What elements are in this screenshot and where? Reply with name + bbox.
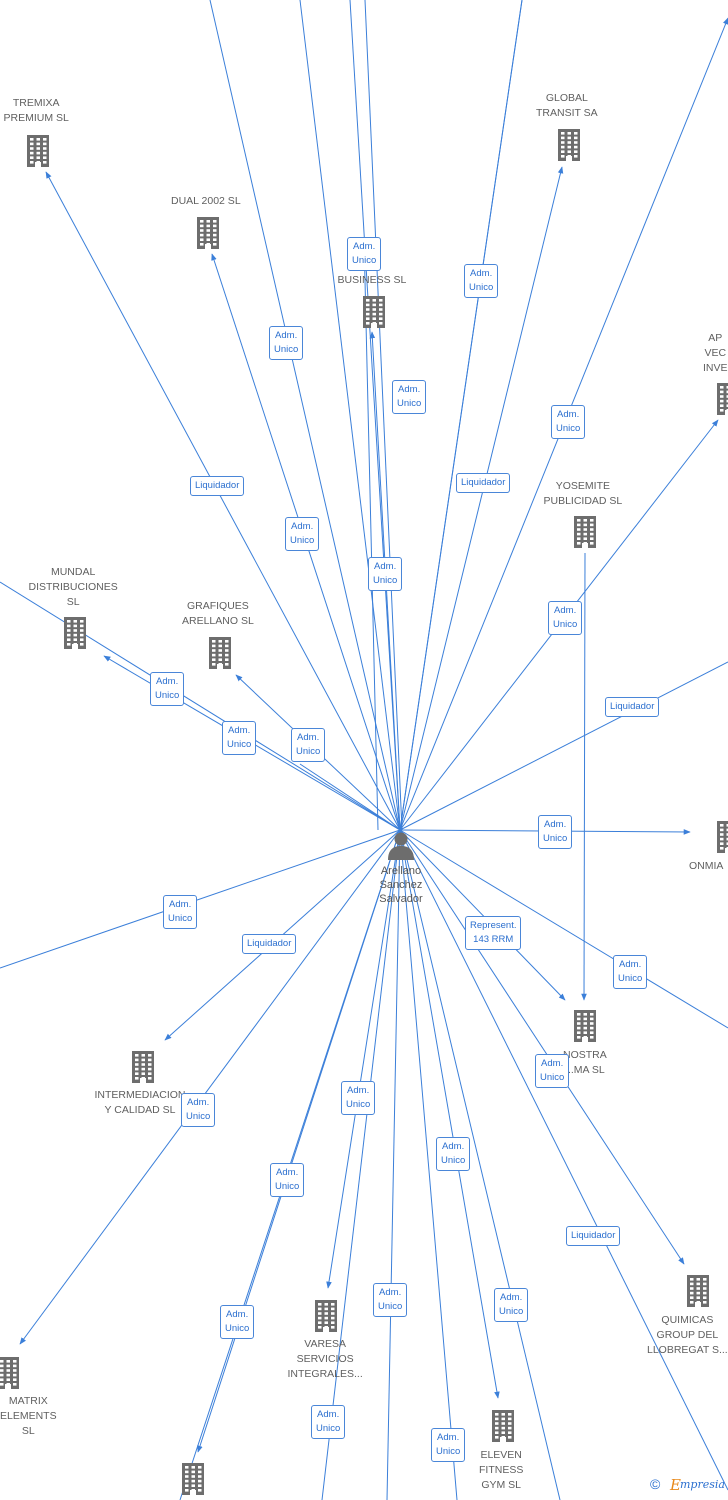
building-icon: [61, 615, 89, 654]
edge-line: [399, 661, 728, 831]
edge-label-adm-unico[interactable]: Adm.Unico: [150, 672, 185, 706]
edge-label-adm-unico[interactable]: Adm.Unico: [368, 557, 403, 591]
edge-label-adm-unico[interactable]: Adm.Unico: [341, 1081, 376, 1115]
building-icon: [206, 635, 234, 674]
edge-line: [386, 829, 401, 1500]
building-icon: [571, 1008, 599, 1047]
edge-line: [399, 829, 566, 1001]
edge-line: [364, 0, 403, 831]
edge-label-adm-unico[interactable]: Adm.Unico: [181, 1093, 216, 1127]
center-person-label: Arellano Sanchez Salvador: [379, 865, 423, 905]
edge-line: [399, 0, 523, 831]
building-icon: [571, 514, 599, 553]
building-icon: [489, 1408, 517, 1447]
edge-line: [399, 829, 728, 1491]
building-icon: [194, 215, 222, 254]
building-icon: [129, 1049, 157, 1088]
edge-label-adm-unico[interactable]: Adm.Unico: [551, 405, 586, 439]
edge-line: [299, 0, 401, 831]
edge-line: [19, 829, 401, 1345]
edge-line: [299, 763, 401, 831]
edge-line: [399, 829, 561, 1500]
edge-line: [399, 829, 728, 1029]
edge-label-adm-unico[interactable]: Adm.Unico: [222, 721, 257, 755]
edge-label-adm-unico[interactable]: Adm.Unico: [538, 815, 573, 849]
edge-label-adm-unico[interactable]: Adm.Unico: [373, 1283, 408, 1317]
company-name-dual2002: DUAL 2002 SL: [171, 195, 241, 207]
edge-label-adm-unico[interactable]: Adm.Unico: [291, 728, 326, 762]
building-icon: [714, 381, 728, 420]
building-icon: [555, 127, 583, 166]
person-icon: [388, 832, 414, 860]
edge-line: [399, 829, 458, 1500]
building-icon: [0, 1355, 22, 1394]
copyright-symbol: ©: [650, 1476, 661, 1492]
edge-label-adm-unico[interactable]: Adm.Unico: [269, 326, 304, 360]
edge-label-adm-unico[interactable]: Adm.Unico: [270, 1163, 305, 1197]
edge-label-represent[interactable]: Represent.143 RRM: [465, 916, 522, 950]
edge-label-liquidador[interactable]: Liquidador: [242, 934, 297, 954]
edge-line: [45, 171, 401, 831]
footer-brand[interactable]: © E mpresia: [648, 1474, 728, 1496]
edge-label-adm-unico[interactable]: Adm.Unico: [347, 237, 382, 271]
edge-line: [399, 166, 564, 831]
edge-line: [399, 829, 500, 1399]
edge-label-adm-unico[interactable]: Adm.Unico: [311, 1405, 346, 1439]
edge-label-liquidador[interactable]: Liquidador: [190, 476, 245, 496]
edge-label-adm-unico[interactable]: Adm.Unico: [163, 895, 198, 929]
edge-label-adm-unico[interactable]: Adm.Unico: [494, 1288, 529, 1322]
edge-line: [0, 829, 401, 969]
edge-line: [581, 552, 587, 1001]
building-icon: [684, 1273, 712, 1312]
brand-name: mpresia: [680, 1478, 725, 1491]
edge-label-adm-unico[interactable]: Adm.Unico: [220, 1305, 255, 1339]
edge-label-liquidador[interactable]: Liquidador: [456, 473, 511, 493]
edge-line: [349, 0, 401, 831]
center-person[interactable]: Arellano Sanchez Salvador: [368, 828, 434, 914]
edge-label-liquidador[interactable]: Liquidador: [605, 697, 660, 717]
company-name-onmia: ONMIA: [689, 860, 724, 872]
edge-line: [326, 829, 401, 1289]
edge-line: [209, 0, 401, 831]
building-icon: [24, 133, 52, 172]
edge-label-adm-unico[interactable]: Adm.Unico: [535, 1054, 570, 1088]
edge-label-liquidador[interactable]: Liquidador: [566, 1226, 621, 1246]
building-icon: [360, 294, 388, 333]
edge-label-adm-unico[interactable]: Adm.Unico: [431, 1428, 466, 1462]
company-name-nostra: NOSTRA...MA SL: [563, 1049, 607, 1076]
edge-line: [321, 829, 401, 1500]
edge-line: [399, 829, 685, 1265]
edge-label-adm-unico[interactable]: Adm.Unico: [392, 380, 427, 414]
building-icon: [312, 1298, 340, 1337]
edge-label-adm-unico[interactable]: Adm.Unico: [548, 601, 583, 635]
building-icon: [179, 1461, 207, 1500]
edge-label-adm-unico[interactable]: Adm.Unico: [464, 264, 499, 298]
edge-line: [363, 237, 379, 831]
edge-label-adm-unico[interactable]: Adm.Unico: [613, 955, 648, 989]
edge-label-adm-unico[interactable]: Adm.Unico: [436, 1137, 471, 1171]
brand-initial: E: [670, 1476, 681, 1494]
building-icon: [714, 819, 728, 858]
edge-label-adm-unico[interactable]: Adm.Unico: [285, 517, 320, 551]
